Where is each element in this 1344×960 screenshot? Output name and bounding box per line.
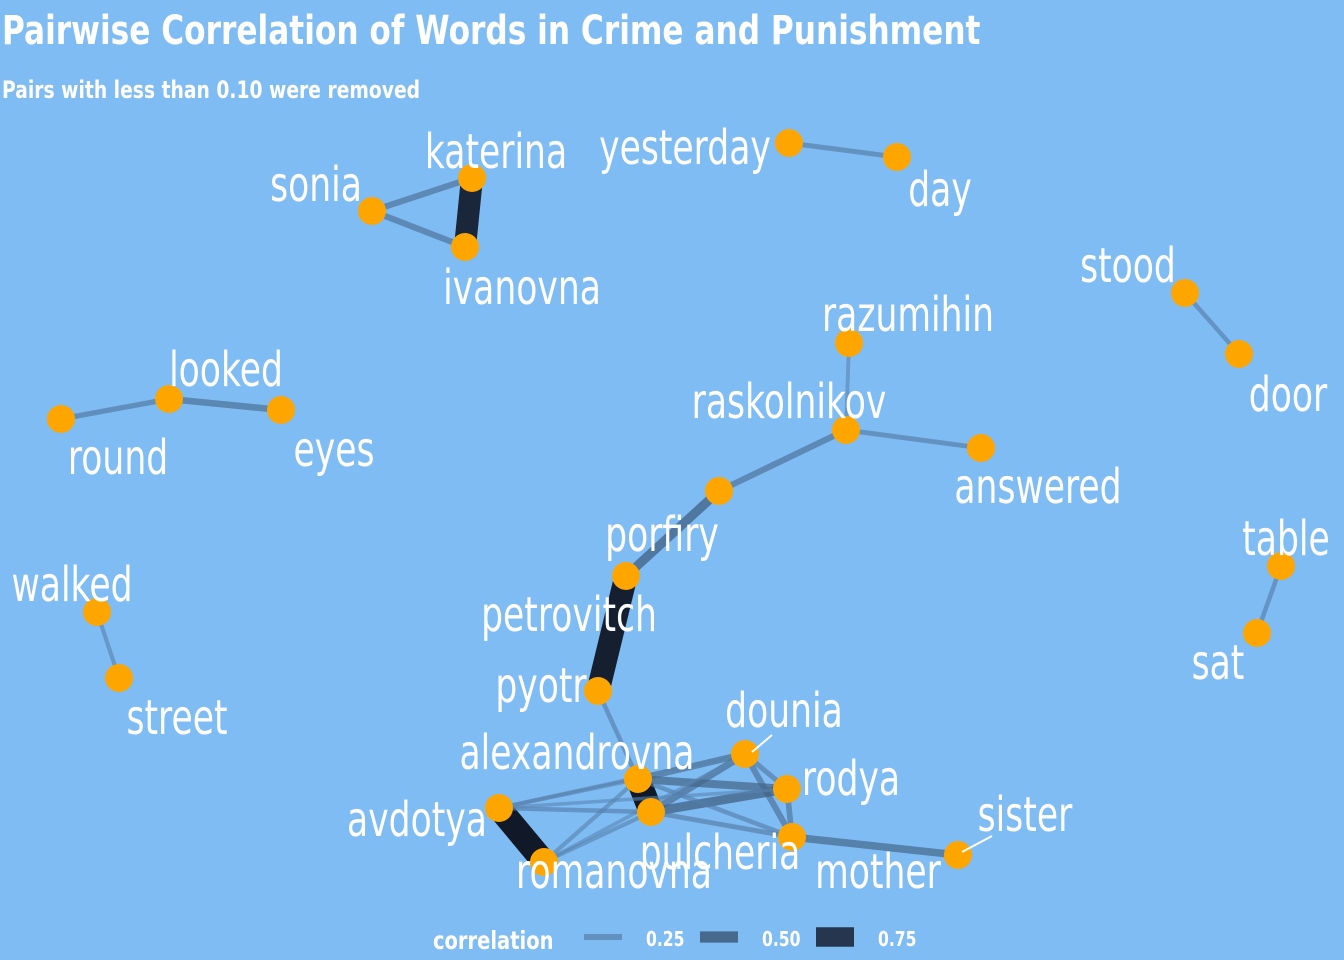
edge-raskolnikov-answered — [843, 427, 984, 451]
edge-sonia-ivanovna — [368, 207, 469, 251]
edge-avdotya-pulcheria — [496, 805, 654, 815]
node-round — [47, 405, 75, 433]
edge-looked-eyes — [165, 395, 285, 414]
node-label-eyes: eyes — [294, 421, 375, 477]
node-label-pulcheria: pulcheria — [640, 824, 801, 880]
node-porfiry — [705, 477, 733, 505]
node-label-porfiry: porfiry — [605, 506, 719, 562]
legend-label-0.75: 0.75 — [878, 928, 916, 951]
node-label-door: door — [1249, 366, 1328, 422]
node-label-alexandrovna: alexandrovna — [460, 724, 695, 780]
edge-mother-sister — [788, 833, 962, 859]
node-label-walked: walked — [11, 556, 132, 612]
node-walked — [83, 598, 111, 626]
node-layer — [47, 129, 1295, 876]
node-table — [1267, 552, 1295, 580]
node-street — [105, 664, 133, 692]
chart-title: Pairwise Correlation of Words in Crime a… — [2, 8, 981, 54]
chart-subtitle: Pairs with less than 0.10 were removed — [2, 76, 421, 104]
node-label-ivanovna: ivanovna — [443, 259, 601, 315]
node-label-street: street — [126, 689, 227, 745]
legend-label-0.50: 0.50 — [762, 928, 800, 951]
edge-looked-round — [58, 396, 172, 422]
node-sister — [944, 841, 972, 869]
node-label-sister: sister — [978, 786, 1073, 842]
node-day — [883, 143, 911, 171]
edge-pyotr-alexandrovna — [595, 688, 641, 782]
node-label-razumihin: razumihin — [822, 286, 994, 342]
node-label-table: table — [1242, 510, 1330, 566]
node-looked — [155, 385, 183, 413]
edge-raskolnikov-porfiry — [715, 426, 850, 495]
node-label-sat: sat — [1192, 634, 1245, 690]
node-sat — [1243, 619, 1271, 647]
node-mother — [778, 823, 806, 851]
node-answered — [967, 434, 995, 462]
node-label-pyotr: pyotr — [495, 657, 587, 713]
label-leader-layer — [751, 734, 993, 853]
edge-avdotya-rodya — [497, 787, 789, 810]
node-pulcheria — [637, 798, 665, 826]
node-label-yesterday: yesterday — [599, 119, 771, 175]
node-yesterday — [775, 129, 803, 157]
edge-sonia-katerina — [368, 174, 476, 215]
node-door — [1225, 340, 1253, 368]
edge-mother-alexandrovna — [635, 776, 795, 840]
node-razumihin — [835, 329, 863, 357]
edge-mother-pulcheria — [648, 809, 795, 840]
node-label-petrovitch: petrovitch — [481, 586, 657, 642]
node-label-rodya: rodya — [802, 750, 900, 806]
node-label-round: round — [68, 429, 168, 485]
edge-yesterday-day — [786, 140, 900, 160]
node-dounia — [731, 740, 759, 768]
node-katerina — [458, 164, 486, 192]
edge-romanovna-alexandrovna — [541, 776, 641, 865]
node-romanovna — [530, 848, 558, 876]
node-alexandrovna — [624, 765, 652, 793]
leader-line-dounia — [751, 734, 773, 753]
node-rodya — [773, 775, 801, 803]
node-label-sonia: sonia — [270, 156, 362, 212]
edge-rodya-alexandrovna — [633, 774, 792, 794]
node-pyotr — [584, 677, 612, 705]
node-label-avdotya: avdotya — [347, 791, 487, 847]
node-ivanovna — [451, 233, 479, 261]
edge-avdotya-alexandrovna — [496, 776, 641, 811]
node-label-romanovna: romanovna — [516, 843, 712, 899]
edge-petrovitch-pyotr — [586, 564, 638, 703]
node-label-answered: answered — [954, 458, 1121, 514]
node-sonia — [358, 197, 386, 225]
node-raskolnikov — [832, 416, 860, 444]
node-stood — [1171, 279, 1199, 307]
node-avdotya — [485, 794, 513, 822]
node-label-stood: stood — [1080, 237, 1176, 293]
node-label-looked: looked — [169, 341, 283, 397]
node-label-mother: mother — [815, 843, 941, 899]
node-label-katerina: katerina — [425, 123, 567, 179]
leader-line-sister — [961, 835, 993, 853]
edge-razumihin-raskolnikov — [844, 341, 851, 432]
legend: correlation 0.25 0.50 0.75 — [433, 927, 916, 956]
node-petrovitch — [612, 562, 640, 590]
node-label-day: day — [908, 161, 972, 217]
node-label-dounia: dounia — [725, 682, 843, 738]
label-layer: katerina ivanovna sonia yesterday day stood do… — [11, 119, 1329, 899]
node-label-raskolnikov: raskolnikov — [692, 373, 887, 429]
legend-label-0.25: 0.25 — [646, 928, 684, 951]
edge-porfiry-petrovitch — [621, 486, 724, 581]
edge-rodya-pulcheria — [646, 784, 792, 817]
node-eyes — [267, 396, 295, 424]
legend-title: correlation — [433, 927, 553, 956]
